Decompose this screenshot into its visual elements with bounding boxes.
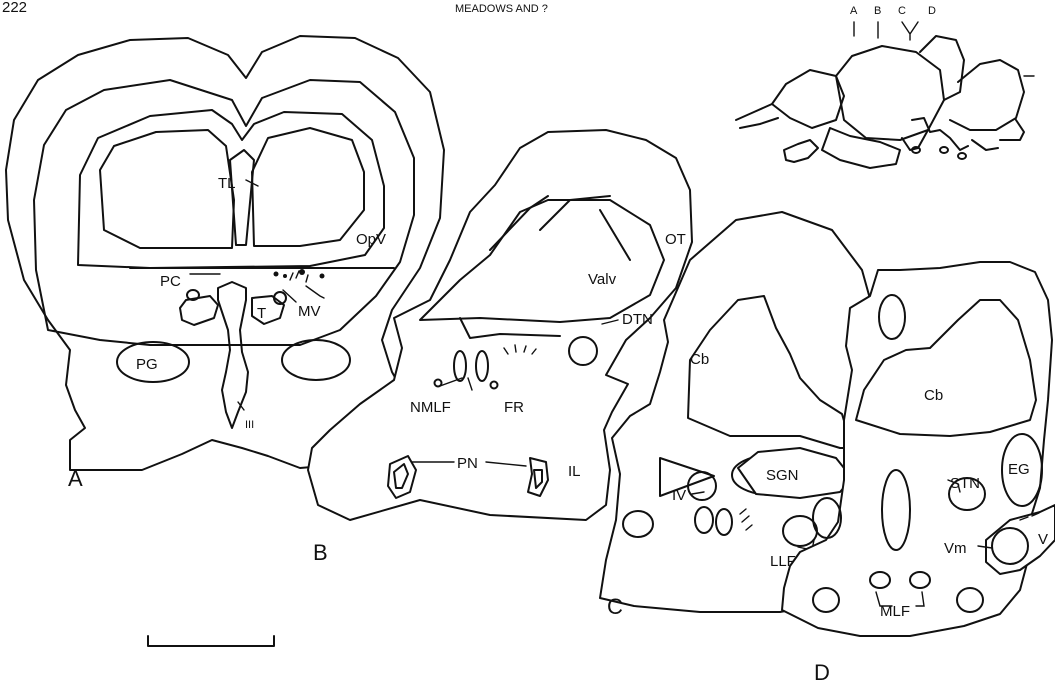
label-ot: OT xyxy=(665,231,686,248)
inset-olfactory xyxy=(736,104,778,128)
inset-marker-d: D xyxy=(928,5,936,17)
inset-marker-a: A xyxy=(850,5,858,17)
label-dtn: DTN xyxy=(622,311,653,328)
panel-letter-a: A xyxy=(68,466,83,491)
label-vm: Vm xyxy=(944,540,967,557)
scale-bar xyxy=(148,636,274,646)
torus-semicircularis-left xyxy=(180,296,218,325)
inset-brain-lateral-view: A B C D xyxy=(736,5,1034,168)
label-stn: STN xyxy=(950,475,980,492)
tectal-ventricle-right xyxy=(252,128,364,246)
label-pn: PN xyxy=(457,455,478,472)
label-il: IL xyxy=(568,463,581,480)
label-sgn: SGN xyxy=(766,467,799,484)
label-mlf: MLF xyxy=(880,603,910,620)
label-nmlf: NMLF xyxy=(410,399,451,416)
label-iii: III xyxy=(245,419,254,431)
running-head: MEADOWS AND ? xyxy=(455,3,548,15)
inset-optic-nerve xyxy=(784,140,818,162)
label-pc: PC xyxy=(160,273,181,290)
label-tl: TL xyxy=(218,175,236,192)
tectal-ventricle-left xyxy=(100,130,234,248)
inset-spinal-cord xyxy=(1000,120,1024,140)
label-cb-d: Cb xyxy=(924,387,943,404)
label-eg: EG xyxy=(1008,461,1030,478)
label-valv: Valv xyxy=(588,271,617,288)
inset-telencephalon xyxy=(772,70,844,128)
label-cb-c: Cb xyxy=(690,351,709,368)
inset-marker-c: C xyxy=(898,5,906,17)
inset-marker-b: B xyxy=(874,5,881,17)
panel-letter-c: C xyxy=(607,594,623,619)
panel-letter-d: D xyxy=(814,660,830,685)
preglomerular-nucleus-right xyxy=(282,340,350,380)
inset-hindbrain xyxy=(950,60,1024,130)
label-mv: MV xyxy=(298,303,321,320)
label-fr: FR xyxy=(504,399,524,416)
third-ventricle-iii xyxy=(218,282,248,428)
label-opv: OpV xyxy=(356,231,386,248)
label-v: V xyxy=(1038,531,1048,548)
label-iv: IV xyxy=(672,487,686,504)
panel-letter-b: B xyxy=(313,540,328,565)
label-t: T xyxy=(257,305,266,322)
label-pg: PG xyxy=(136,356,158,373)
page-number: 222 xyxy=(2,0,27,16)
optic-tectum-inner-outline xyxy=(34,80,414,345)
